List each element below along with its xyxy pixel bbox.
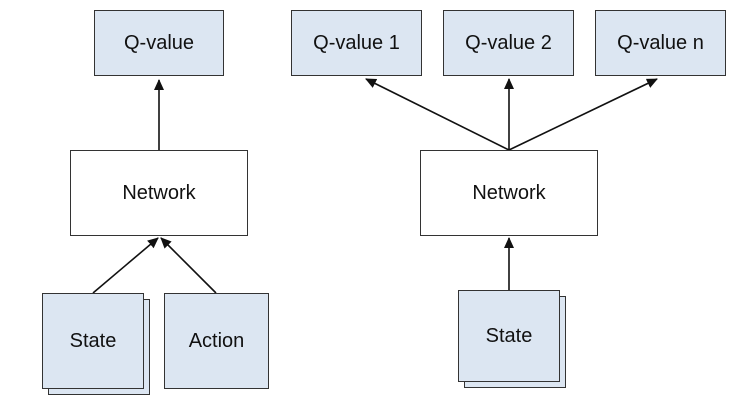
left-action-label: Action [188,329,245,352]
left-qvalue-label: Q-value [123,31,195,54]
left-action-box: Action [164,293,269,389]
right-qvalue-1-box: Q-value 1 [291,10,422,76]
right-state-label: State [485,324,533,347]
left-network-label: Network [122,181,196,204]
left-state-label: State [69,329,117,352]
arrow-network-to-qvalue-n [508,78,658,151]
right-network-box: Network [420,150,598,236]
arrow-action-to-network [160,237,217,294]
right-qvalue-2-box: Q-value 2 [443,10,574,76]
left-state-box: State [42,293,144,389]
left-network-box: Network [70,150,248,236]
right-qvalue-1-label: Q-value 1 [313,31,400,54]
right-qvalue-n-box: Q-value n [595,10,726,76]
right-qvalue-n-label: Q-value n [617,31,704,54]
right-network-label: Network [472,181,546,204]
arrow-state-to-network [92,237,159,294]
right-state-box: State [458,290,560,382]
left-qvalue-box: Q-value [94,10,224,76]
arrow-network-to-qvalue-1 [365,78,510,151]
right-qvalue-2-label: Q-value 2 [465,31,552,54]
